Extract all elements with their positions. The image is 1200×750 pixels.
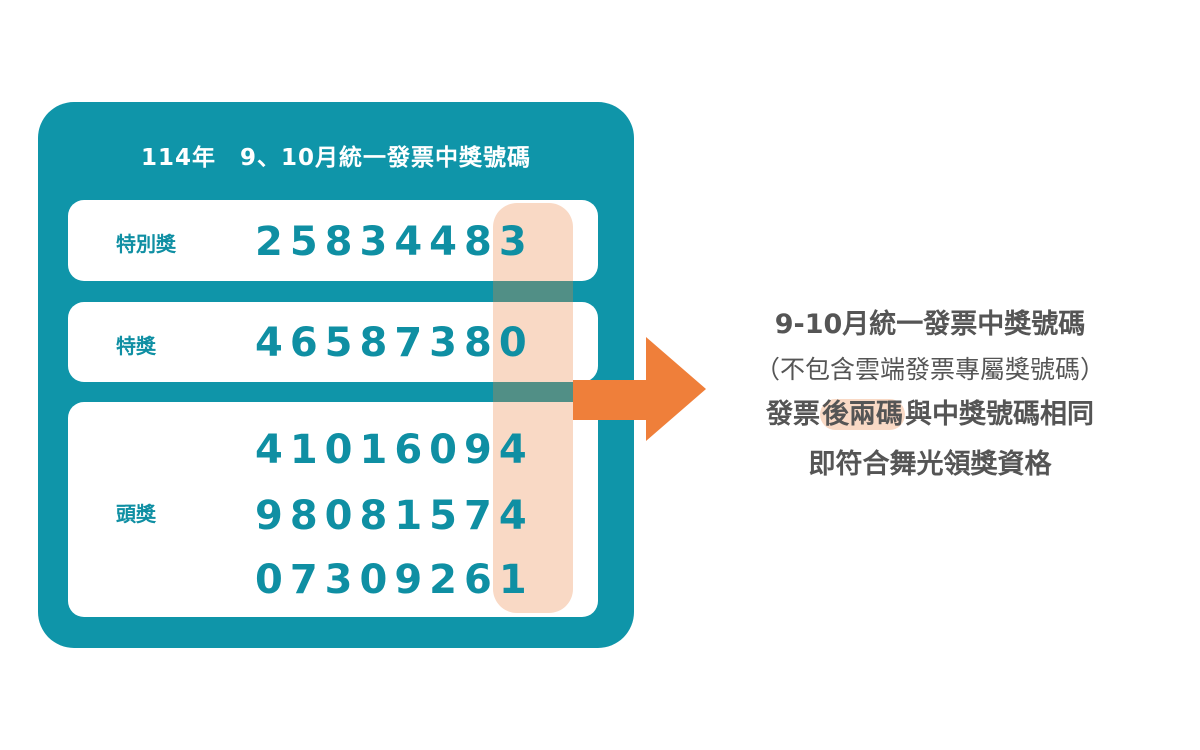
- special-prize-number: 25834483: [255, 219, 534, 265]
- arrow-right-icon: [573, 380, 648, 420]
- highlight-gap: [493, 382, 573, 402]
- grand-prize-label: 特獎: [116, 334, 156, 358]
- first-prize-number: 07309261: [255, 557, 534, 603]
- arrow-head-icon: [646, 337, 706, 441]
- desc-text: 發票: [766, 399, 820, 430]
- grand-prize-number: 46587380: [255, 320, 534, 366]
- first-prize-label: 頭獎: [116, 502, 156, 526]
- card-title: 114年 9、10月統一發票中獎號碼: [140, 145, 532, 171]
- desc-line-3: 發票後兩碼與中獎號碼相同: [700, 390, 1160, 440]
- highlight-last-two: 後兩碼: [820, 399, 905, 430]
- highlight-gap: [493, 281, 573, 302]
- last-two-digits-highlight: [493, 203, 573, 613]
- desc-text: 與中獎號碼相同: [905, 399, 1094, 430]
- first-prize-number: 41016094: [255, 427, 534, 473]
- special-prize-label: 特別獎: [116, 232, 176, 256]
- desc-line-1: 9-10月統一發票中獎號碼: [774, 309, 1086, 340]
- desc-line-4: 即符合舞光領獎資格: [808, 449, 1052, 480]
- desc-line-2: （不包含雲端發票專屬獎號碼）: [754, 355, 1105, 384]
- rule-description: 9-10月統一發票中獎號碼 （不包含雲端發票專屬獎號碼） 發票後兩碼與中獎號碼相…: [700, 300, 1160, 490]
- first-prize-number: 98081574: [255, 493, 534, 539]
